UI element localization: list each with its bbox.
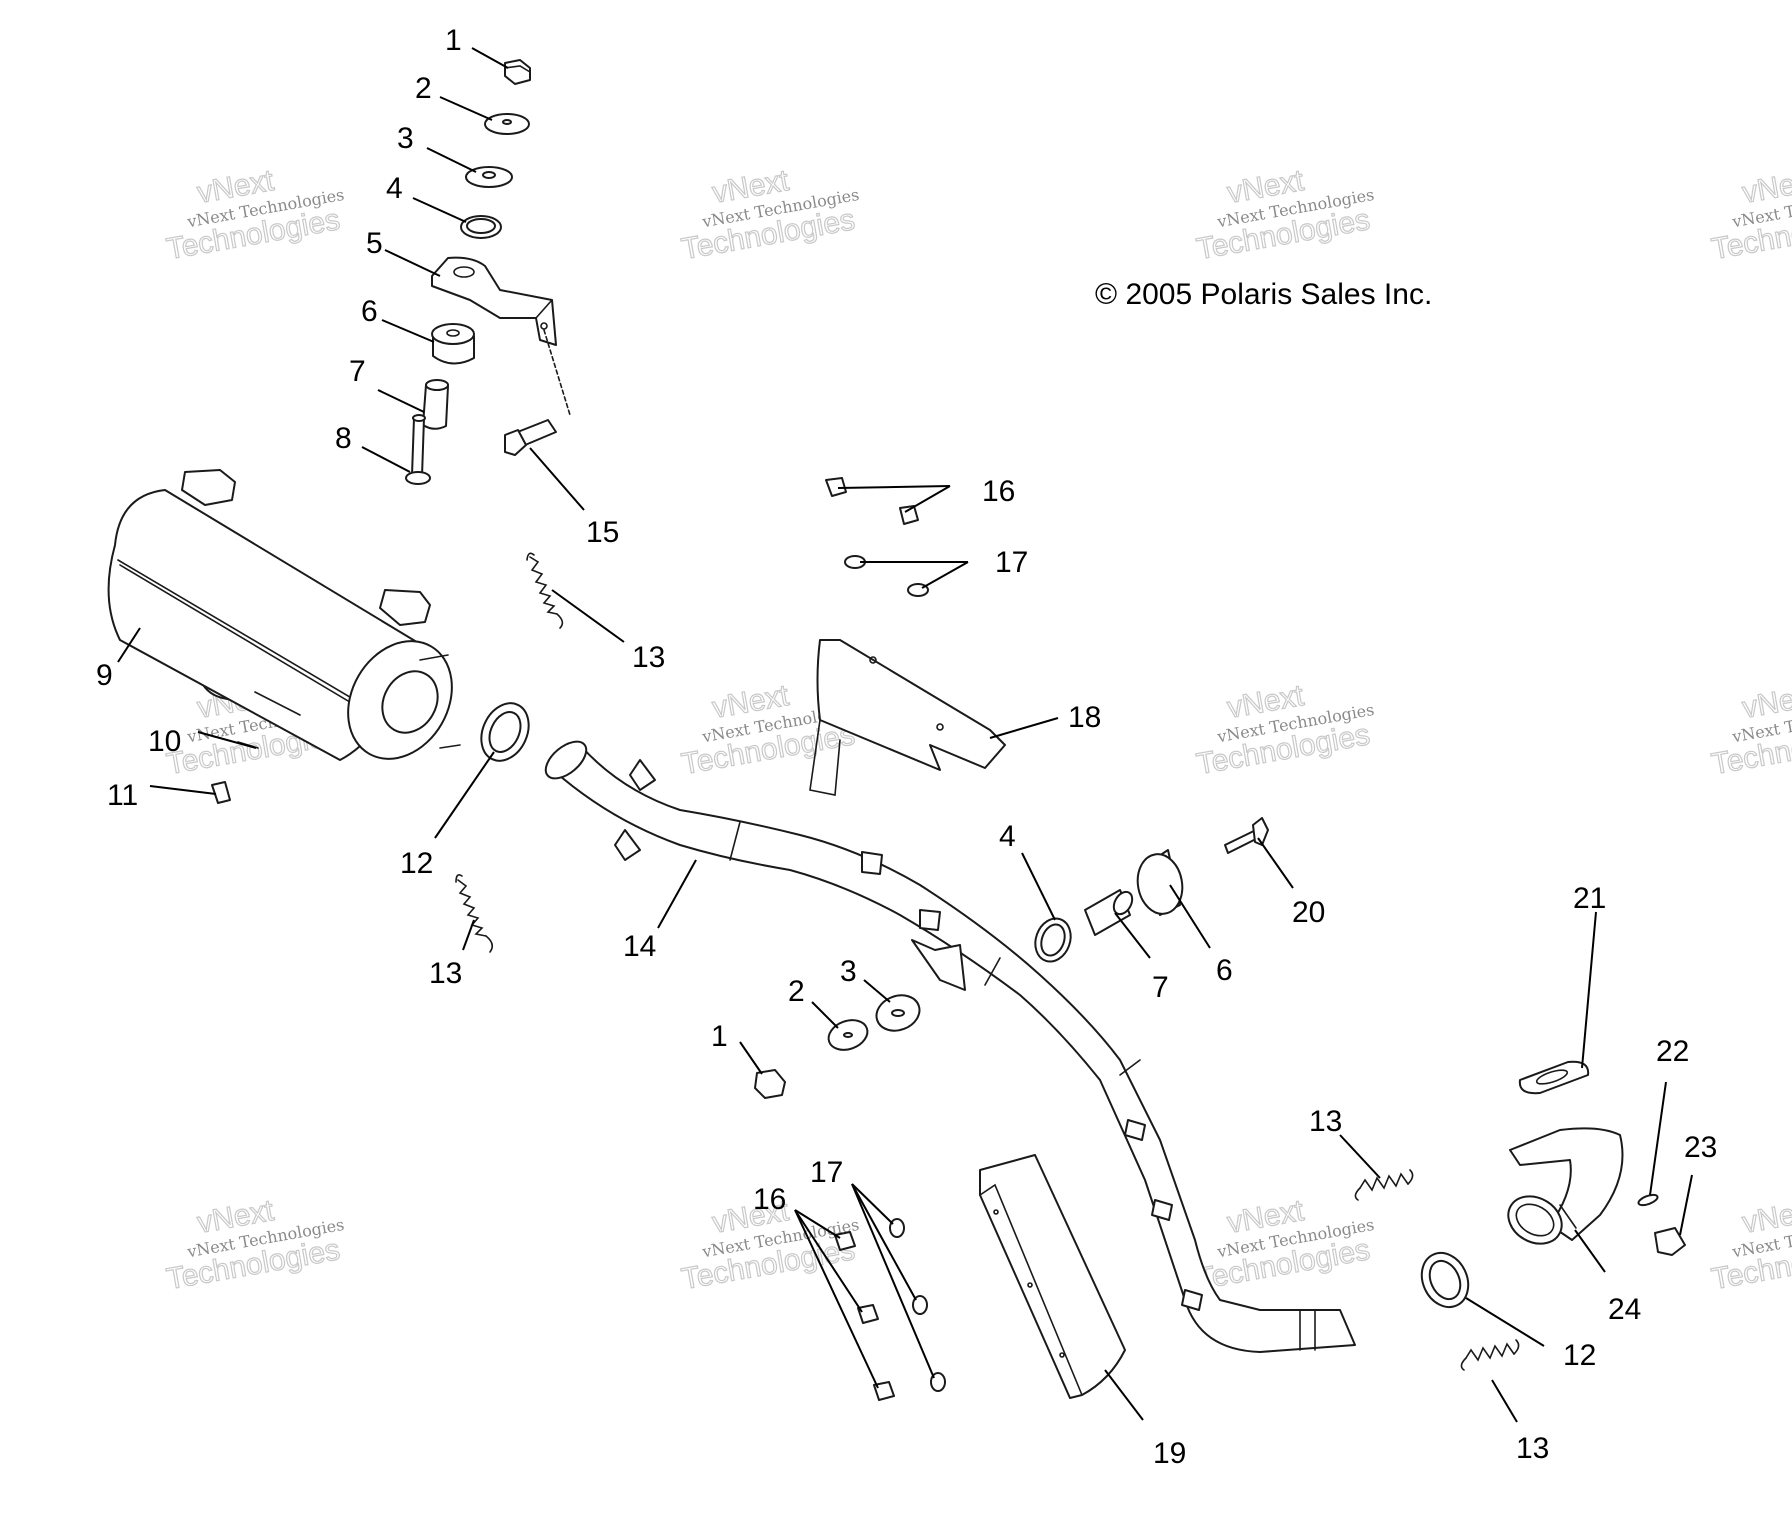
part-clip-22: [1637, 1193, 1659, 1207]
watermark: vNext vNext Technologies Technologies: [164, 163, 346, 266]
part-bolt-16-upper-1: [825, 477, 847, 497]
watermark: vNext vNext Technologies Technologies: [1709, 163, 1792, 266]
callout-23: 23: [1684, 1131, 1717, 1164]
callout-16-upper: 16: [982, 475, 1015, 508]
callout-18: 18: [1068, 701, 1101, 734]
callout-15: 15: [586, 516, 619, 549]
part-bolt-11: [211, 781, 231, 804]
watermark: vNext vNext Technologies Technologies: [1709, 678, 1792, 781]
part-washer-top: [484, 113, 530, 135]
callout-4-top: 4: [386, 172, 403, 205]
part-sleeve-mid: [1084, 889, 1134, 936]
callout-22: 22: [1656, 1035, 1689, 1068]
callout-8: 8: [335, 422, 352, 455]
part-spring-bottom-right: [1460, 1339, 1520, 1371]
callout-13-upper: 13: [632, 641, 665, 674]
part-ring-top: [460, 215, 502, 239]
part-nut-23: [1654, 1227, 1686, 1256]
part-spring-mid-right: [1354, 1169, 1414, 1201]
part-grommet-top: [431, 323, 475, 365]
part-grommet-mid: [1136, 849, 1184, 916]
watermark: vNext vNext Technologies Technologies: [1709, 1193, 1792, 1296]
part-nut-top: [504, 59, 531, 85]
part-washer-17-lower-2: [912, 1295, 928, 1315]
callout-21: 21: [1573, 882, 1606, 915]
callout-6-mid: 6: [1216, 954, 1233, 987]
part-heat-shield-upper: [809, 639, 1006, 796]
callout-13-mid-right: 13: [1309, 1105, 1342, 1138]
callout-7-top: 7: [349, 355, 366, 388]
callout-17-upper: 17: [995, 546, 1028, 579]
part-bolt-15: [504, 419, 557, 456]
part-bolt-16-lower-2: [857, 1304, 879, 1324]
watermark: vNext vNext Technologies Technologies: [679, 163, 861, 266]
callout-9: 9: [96, 659, 113, 692]
watermark: vNext vNext Technologies Technologies: [164, 1193, 346, 1296]
copyright-notice: © 2005 Polaris Sales Inc.: [1095, 278, 1432, 311]
part-bolt-16-upper-2: [899, 505, 919, 525]
part-spring-lower-left: [455, 874, 494, 953]
part-head-pipe: [544, 740, 1356, 1353]
part-heat-shield-lower: [979, 1154, 1126, 1399]
callout-10: 10: [148, 725, 181, 758]
callout-3-top: 3: [397, 122, 414, 155]
callout-14: 14: [623, 930, 656, 963]
part-spring-upper: [526, 552, 564, 629]
part-washer-17-lower-1: [889, 1218, 905, 1238]
part-gasket-lower: [1420, 1251, 1470, 1309]
callout-2-lower: 2: [788, 975, 805, 1008]
callout-11: 11: [107, 779, 138, 812]
leader-lines: [117, 47, 1693, 1423]
callout-17-lower: 17: [810, 1156, 843, 1189]
part-gasket-21: [1518, 1060, 1590, 1095]
callout-6-top: 6: [361, 295, 378, 328]
part-sleeve-top: [422, 379, 449, 430]
callout-12-lower: 12: [1563, 1339, 1596, 1372]
callout-1-top: 1: [445, 24, 462, 57]
callout-5: 5: [366, 227, 383, 260]
callout-20: 20: [1292, 896, 1325, 929]
callout-2-top: 2: [415, 72, 432, 105]
part-gasket-upper: [480, 702, 530, 762]
part-ring-mid: [1034, 917, 1072, 963]
callout-1-lower: 1: [711, 1020, 728, 1053]
callout-3-lower: 3: [840, 955, 857, 988]
part-bolt-16-lower-1: [834, 1231, 856, 1251]
part-muffler: [107, 469, 461, 761]
callout-24: 24: [1608, 1293, 1641, 1326]
callout-7-mid: 7: [1152, 971, 1169, 1004]
callout-19: 19: [1153, 1437, 1186, 1470]
part-washer-2-lower: [875, 994, 921, 1032]
part-bolt-8: [405, 414, 431, 485]
part-flange-pipe-24: [1507, 1127, 1624, 1245]
part-nut-lower: [754, 1069, 786, 1099]
callout-4-mid: 4: [999, 820, 1016, 853]
part-bolt-20: [1224, 817, 1269, 854]
callout-13-bottom-right: 13: [1516, 1432, 1549, 1465]
part-bolt-16-lower-3: [873, 1381, 895, 1401]
callout-16-lower: 16: [753, 1183, 786, 1216]
watermark: vNext vNext Technologies Technologies: [1194, 678, 1376, 781]
callout-12-upper: 12: [400, 847, 433, 880]
watermark: vNext vNext Technologies Technologies: [1194, 1193, 1376, 1296]
part-washer-2-top: [465, 166, 513, 188]
callout-13-lower-left: 13: [429, 957, 462, 990]
callout-labels: 1 2 3 4 5 6 7 8 9 10 11 12 13 13 14 15 1…: [96, 24, 1717, 1470]
watermark: vNext vNext Technologies Technologies: [1194, 163, 1376, 266]
part-bracket-top: [431, 256, 571, 416]
